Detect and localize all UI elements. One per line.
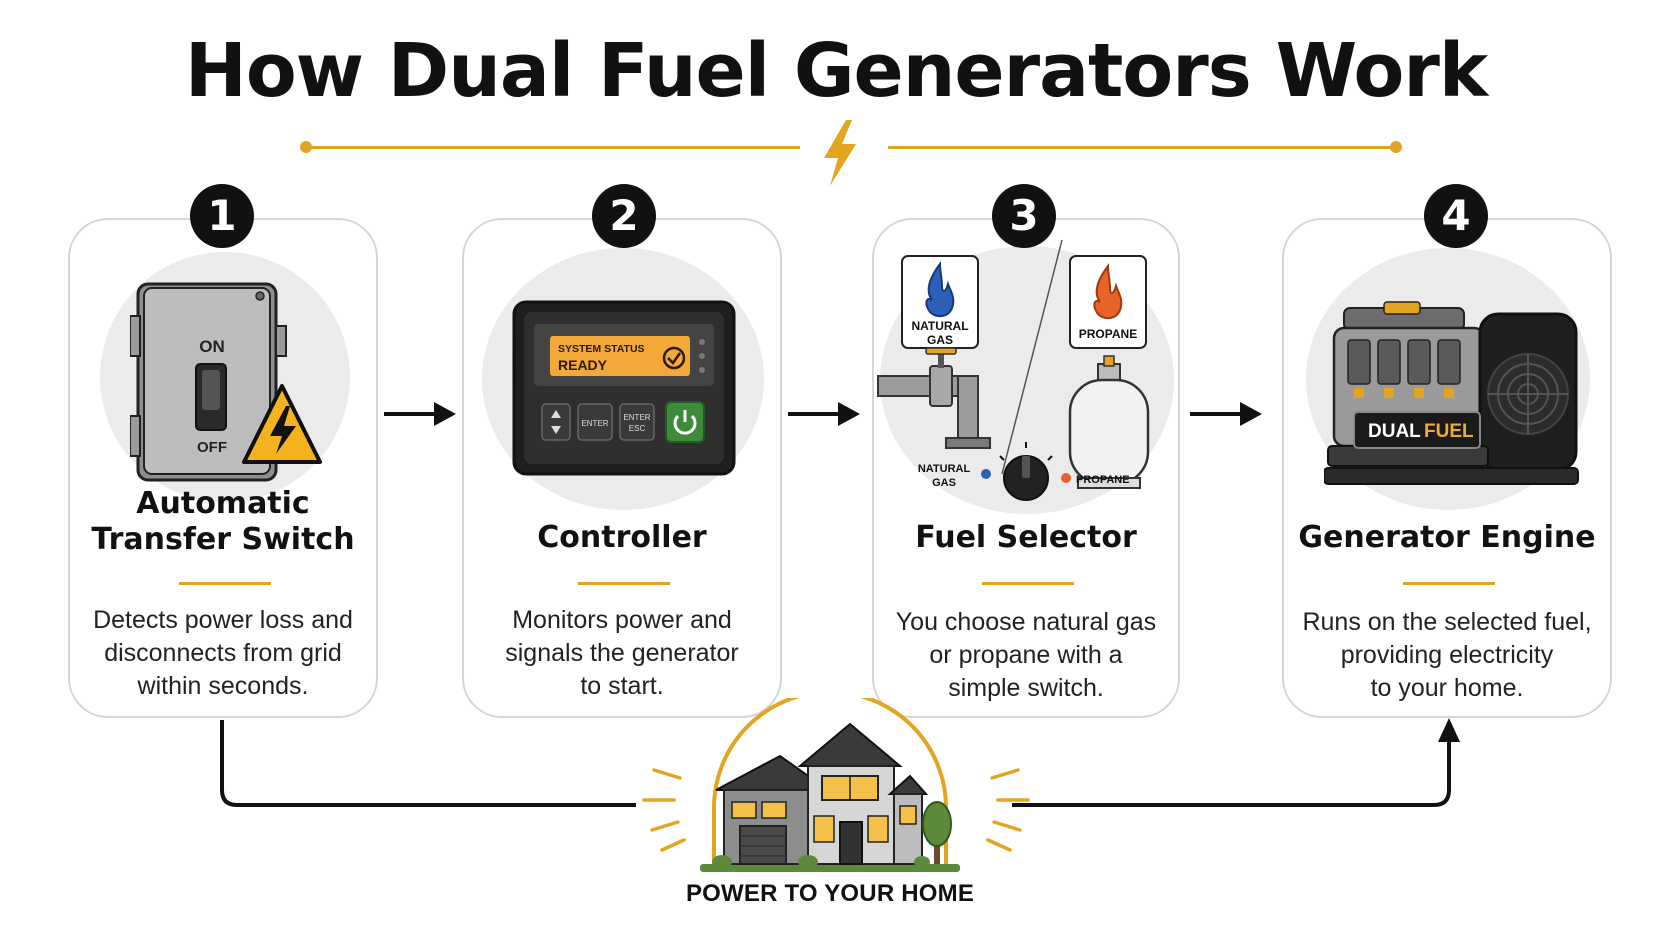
switch-on-label: ON: [199, 337, 225, 356]
step-description: Monitors power and signals the generator…: [505, 606, 739, 700]
transfer-switch-illustration: ON OFF: [130, 282, 322, 482]
step-title: Controller: [537, 520, 707, 555]
svg-text:ENTER: ENTER: [623, 413, 650, 422]
switch-off-label: OFF: [197, 439, 227, 456]
selector-knob-icon[interactable]: [999, 442, 1053, 501]
title-underline: [179, 582, 271, 585]
step-title: Automatic Transfer Switch: [91, 486, 355, 557]
flow-arrow-2: [788, 402, 860, 426]
gas-pipe: [877, 347, 991, 449]
home-label: POWER TO YOUR HOME: [685, 880, 975, 907]
step-title: Fuel Selector: [915, 520, 1137, 555]
title-divider-left: [306, 146, 800, 149]
step-description: You choose natural gas or propane with a…: [895, 608, 1157, 702]
flow-arrow-1: [384, 402, 456, 426]
check-icon: [662, 346, 686, 370]
fan-grille: [1488, 354, 1568, 434]
enter-button-label: ENTER: [581, 419, 608, 428]
natural-gas-label: NATURAL: [911, 319, 968, 333]
power-icon: [673, 410, 697, 435]
plate-dual-text: DUAL: [1368, 421, 1421, 442]
title-underline: [982, 582, 1074, 585]
controller-illustration: SYSTEM STATUS READY ENTER ENTER ESC: [512, 300, 736, 476]
status-value: READY: [558, 357, 608, 373]
title-underline: [578, 582, 670, 585]
blue-flame-icon: [925, 260, 955, 318]
step-number-badge: 4: [1424, 184, 1488, 248]
step-card-transfer-switch: ON OFF Automatic Transfer Switch Detects…: [68, 218, 378, 718]
plate-fuel-text: FUEL: [1424, 421, 1474, 442]
generator-engine-illustration: DUAL FUEL: [1324, 301, 1579, 485]
title-underline: [1403, 582, 1495, 585]
knob-propane-label: PROPANE: [1076, 474, 1130, 486]
knob-natural-gas-label: NATURAL: [918, 463, 971, 475]
svg-text:GAS: GAS: [927, 333, 953, 347]
warning-bolt-icon: [242, 384, 322, 464]
step-card-controller: SYSTEM STATUS READY ENTER ENTER ESC Cont…: [462, 218, 782, 718]
orange-flame-icon: [1093, 262, 1123, 320]
step-title: Generator Engine: [1298, 520, 1596, 555]
propane-label: PROPANE: [1079, 327, 1137, 341]
divider-dot-right: [1390, 141, 1402, 153]
lightning-bolt-icon: [824, 120, 856, 186]
step-description: Runs on the selected fuel, providing ele…: [1302, 608, 1592, 702]
step-card-generator-engine: DUAL FUEL Generator Engine Runs on the s…: [1282, 218, 1612, 718]
step-number-badge: 2: [592, 184, 656, 248]
step-number-badge: 1: [190, 184, 254, 248]
svg-text:ESC: ESC: [629, 424, 646, 433]
status-label: SYSTEM STATUS: [558, 343, 645, 355]
propane-tank: [1068, 355, 1150, 489]
flow-arrow-3: [1190, 402, 1262, 426]
svg-text:GAS: GAS: [932, 477, 956, 489]
title-divider-right: [888, 146, 1396, 149]
fuel-selector-illustration: NATURAL GAS PROPANE NATURAL GAS: [877, 239, 1150, 501]
step-number-badge: 3: [992, 184, 1056, 248]
page-title: How Dual Fuel Generators Work: [184, 28, 1488, 114]
divider-dot-left: [300, 141, 312, 153]
step-card-fuel-selector: NATURAL GAS PROPANE NATURAL GAS: [872, 218, 1180, 718]
step-description: Detects power loss and disconnects from …: [93, 606, 353, 700]
house-icon: [700, 698, 960, 872]
